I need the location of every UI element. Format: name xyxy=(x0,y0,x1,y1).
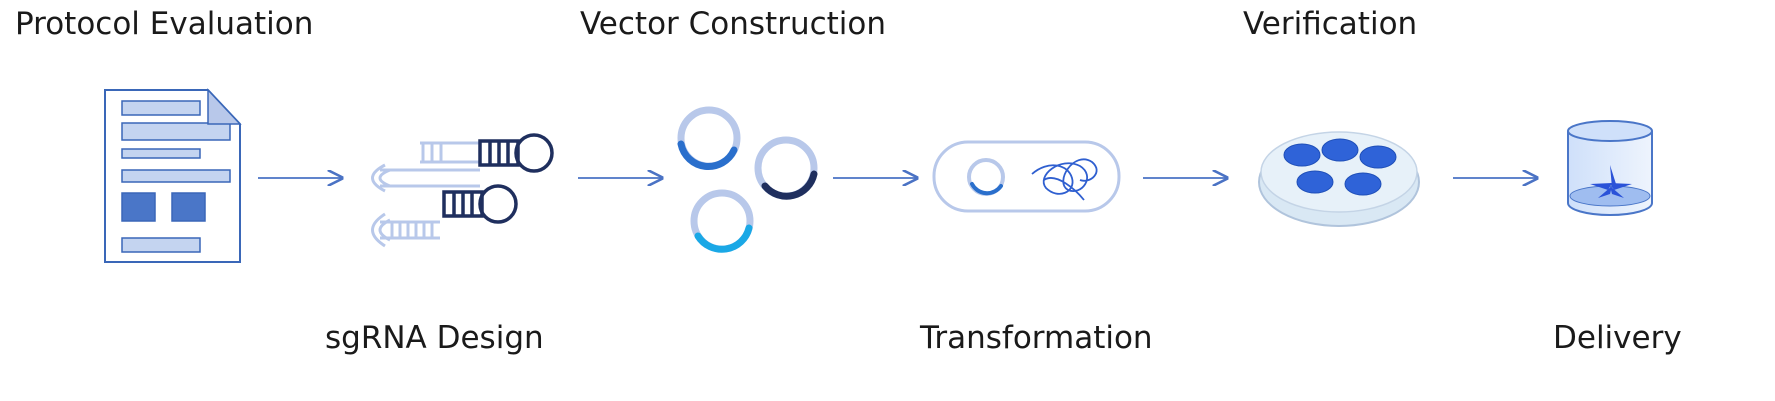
petri-dish-icon xyxy=(1258,131,1420,227)
document-icon xyxy=(104,88,242,263)
step-label-protocol-evaluation: Protocol Evaluation xyxy=(15,6,314,42)
step-label-sgrna-design: sgRNA Design xyxy=(325,320,544,356)
step-label-verification: Verification xyxy=(1243,6,1418,42)
culture-jar-icon xyxy=(1567,120,1653,216)
step-label-delivery: Delivery xyxy=(1553,320,1682,356)
bacterium-icon xyxy=(932,140,1121,213)
step-label-transformation: Transformation xyxy=(920,320,1153,356)
step-label-vector-construction: Vector Construction xyxy=(580,6,887,42)
plasmid-vectors-icon xyxy=(677,106,818,253)
sgrna-icon xyxy=(371,133,554,248)
